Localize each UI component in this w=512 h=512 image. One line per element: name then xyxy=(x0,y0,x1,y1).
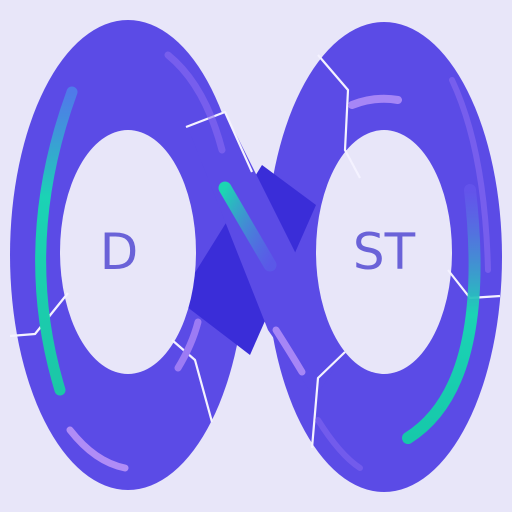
center-right-violet-stroke xyxy=(272,326,306,376)
left-teal-arc xyxy=(35,86,78,396)
top-left-violet-arc xyxy=(164,51,226,154)
left-loop-hole xyxy=(60,130,196,374)
left-loop-text: D xyxy=(100,223,139,281)
top-right-violet-arc xyxy=(348,94,402,109)
bottom-right-violet-arc xyxy=(315,417,363,471)
diagonal-teal-stroke xyxy=(218,181,277,272)
right-loop-text: ST xyxy=(353,223,416,281)
center-violet-arc xyxy=(174,318,202,372)
bottom-left-violet-arc xyxy=(66,426,129,472)
right-loop-hole xyxy=(316,130,452,374)
right-outer-violet-arc xyxy=(449,77,491,273)
right-teal-arc xyxy=(402,184,481,444)
segment-seams xyxy=(9,54,501,449)
